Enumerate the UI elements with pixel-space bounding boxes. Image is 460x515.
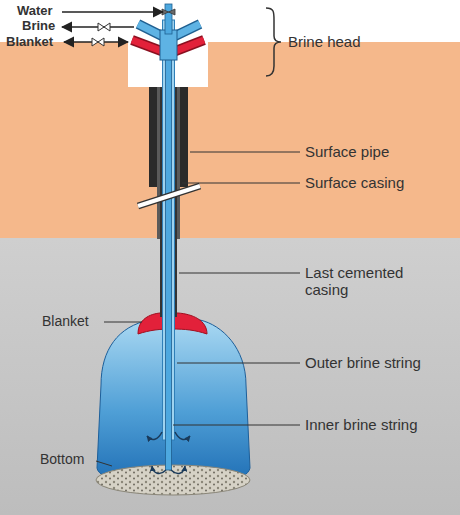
water-line <box>62 11 163 13</box>
flow-arrow <box>152 466 166 473</box>
drawing-part <box>177 363 300 364</box>
inner-brine-string <box>166 8 172 470</box>
drawing-part <box>190 152 300 153</box>
drawing-part <box>104 322 142 323</box>
drawing-part <box>132 40 164 52</box>
valve <box>162 9 175 15</box>
part-label: Surface casing <box>305 174 404 191</box>
part-label: Blanket <box>6 35 53 50</box>
break-line <box>138 186 200 206</box>
surface-pipe <box>149 87 157 187</box>
surface-casing <box>157 87 160 239</box>
drawing-part <box>165 4 172 34</box>
part-label: Outer brine string <box>305 354 421 371</box>
drawing-part <box>179 273 300 274</box>
leader-lines <box>96 152 300 466</box>
surface-pipe <box>180 87 188 187</box>
drawing-part <box>173 40 204 52</box>
flow-arrow <box>147 432 162 439</box>
part-label: Inner brine string <box>305 416 418 433</box>
part-label: Blanket <box>42 313 89 329</box>
flow-arrow <box>175 432 190 439</box>
part-label: Bottom <box>40 451 84 467</box>
part-label: Last cemented casing <box>305 264 420 299</box>
part-label: Brine <box>22 19 55 34</box>
drawing-part <box>173 40 204 52</box>
surface-casing <box>177 87 180 239</box>
drawing-part <box>160 30 177 60</box>
drawing-part <box>132 40 164 52</box>
valve <box>92 38 104 46</box>
valve <box>98 23 110 31</box>
drawing-part <box>182 183 300 184</box>
part-label: Water <box>17 4 53 19</box>
drawing-part <box>96 461 112 466</box>
part-label: Surface pipe <box>305 143 389 160</box>
bottom-sump <box>96 465 250 495</box>
flow-arrow <box>171 466 185 473</box>
salt-layer <box>0 238 460 515</box>
overburden-layer <box>0 42 460 239</box>
part-label: Brine head <box>288 33 361 50</box>
drawing-part <box>173 425 300 426</box>
bracket <box>266 8 281 76</box>
drawing-part <box>138 186 200 206</box>
